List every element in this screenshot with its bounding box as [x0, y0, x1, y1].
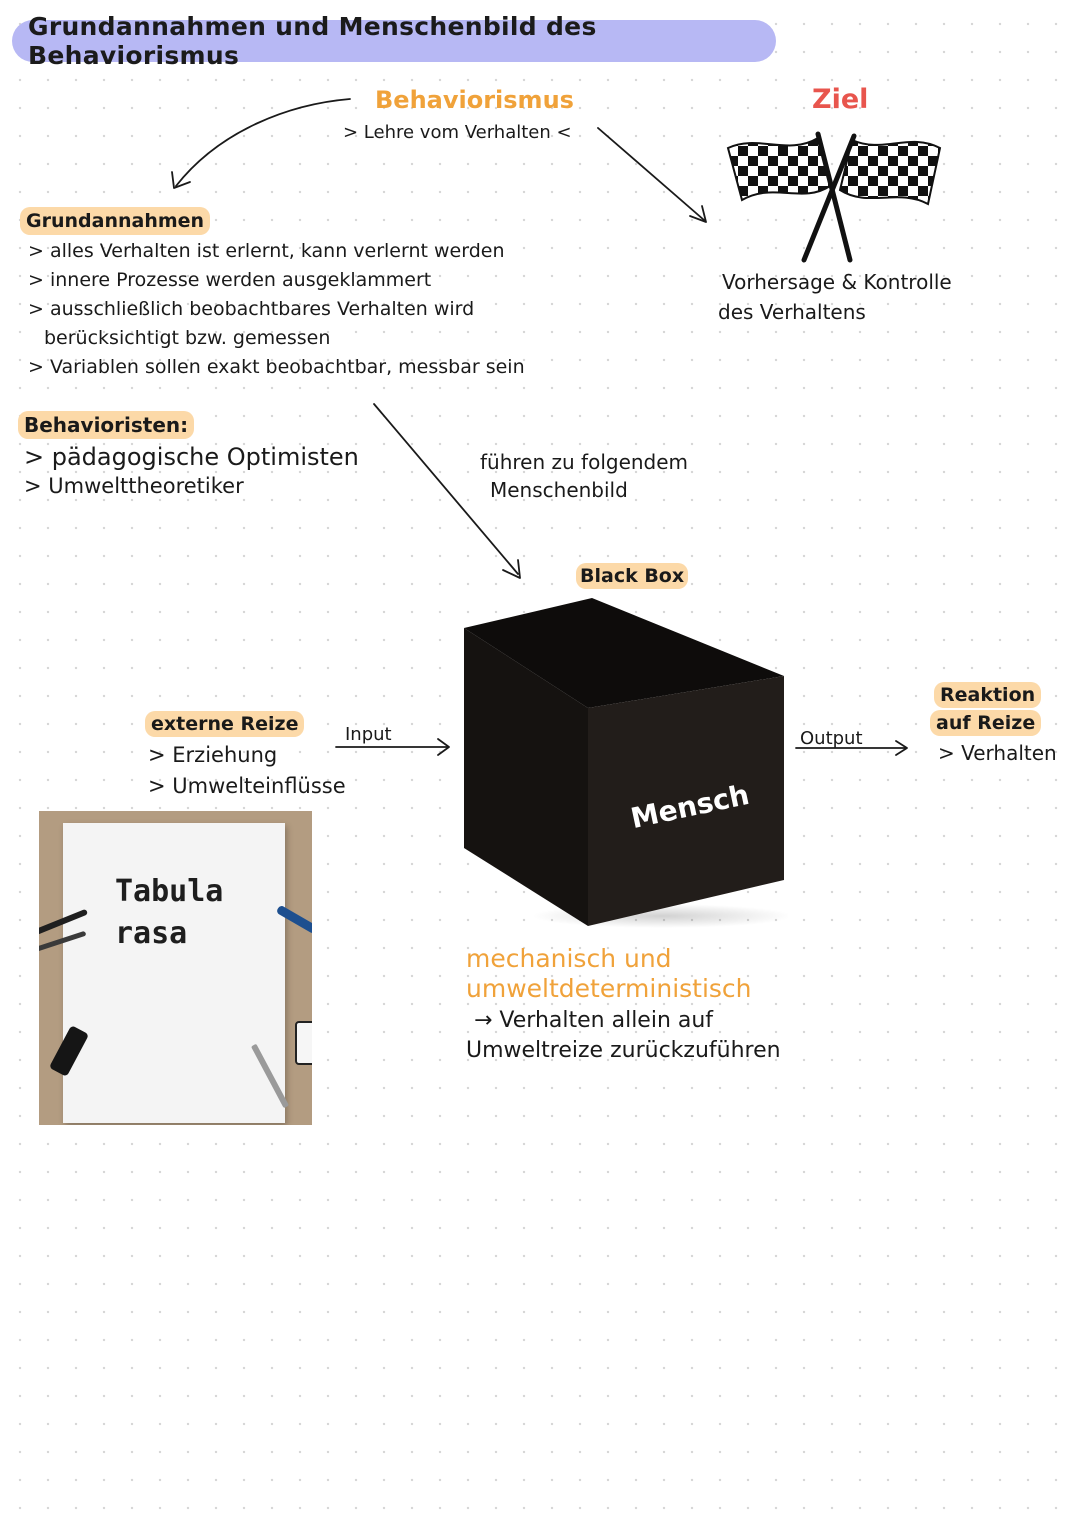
grundannahmen-item: > alles Verhalten ist erlernt, kann verl…	[28, 240, 505, 262]
tabula-rasa-photo: Tabula rasa	[39, 811, 312, 1125]
reaktion-item: > Verhalten	[938, 741, 1057, 765]
externe-reize-item: > Umwelteinflüsse	[148, 774, 346, 798]
page-title: Grundannahmen und Menschenbild des Behav…	[12, 12, 776, 70]
tabula-rasa-line2: rasa	[115, 916, 188, 951]
grundannahmen-heading: Grundannahmen	[20, 207, 211, 235]
ziel-text-line2: des Verhaltens	[718, 300, 866, 324]
ziel-text-line1: Vorhersage & Kontrolle	[722, 270, 952, 294]
menschenbild-note-line2: Menschenbild	[490, 478, 628, 502]
grundannahmen-item: > innere Prozesse werden ausgeklammert	[28, 269, 432, 291]
reaktion-heading-line1: Reaktion	[934, 682, 1042, 708]
externe-reize-list: > Erziehung > Umwelteinflüsse	[148, 740, 346, 802]
arrow-to-grundannahmen	[175, 98, 351, 187]
black-box-label: Black Box	[576, 563, 689, 589]
summary-line4: Umweltreize zurückzuführen	[466, 1038, 781, 1063]
grundannahmen-item: berücksichtigt bzw. gemessen	[44, 327, 331, 349]
behaviorismus-heading: Behaviorismus	[375, 86, 574, 114]
summary-line3: → Verhalten allein auf	[474, 1008, 714, 1033]
ziel-heading: Ziel	[812, 84, 869, 115]
arrowhead	[502, 559, 521, 579]
arrowhead	[689, 205, 707, 223]
menschenbild-note-line1: führen zu folgendem	[480, 450, 689, 474]
cube-svg	[464, 598, 792, 928]
grundannahmen-list: > alles Verhalten ist erlernt, kann verl…	[28, 237, 525, 382]
behaviorismus-subtitle: > Lehre vom Verhalten <	[343, 122, 572, 143]
tabula-rasa-line1: Tabula	[115, 874, 224, 909]
behavioristen-heading: Behavioristen:	[18, 411, 195, 439]
arrowhead	[895, 740, 908, 756]
paper-sheet	[63, 823, 285, 1123]
grundannahmen-item: > ausschließlich beobachtbares Verhalten…	[28, 298, 475, 320]
reaktion-heading-line2: auf Reize	[930, 710, 1042, 736]
externe-reize-heading: externe Reize	[145, 711, 305, 737]
summary-line2: umweltdeterministisch	[466, 974, 752, 1003]
behavioristen-list: > pädagogische Optimisten > Umwelttheore…	[24, 442, 359, 499]
behavioristen-item: > Umwelttheoretiker	[24, 474, 244, 498]
arrowhead	[437, 738, 450, 756]
black-box-cube: Mensch	[462, 598, 792, 930]
grundannahmen-item: > Variablen sollen exakt beobachtbar, me…	[28, 356, 525, 378]
input-label: Input	[345, 724, 392, 745]
summary-line1: mechanisch und	[466, 944, 672, 973]
externe-reize-item: > Erziehung	[148, 743, 278, 767]
finish-flags-svg	[726, 131, 942, 263]
behavioristen-item: > pädagogische Optimisten	[24, 443, 359, 471]
arrowhead	[171, 171, 191, 189]
marker-icon	[295, 1021, 312, 1065]
finish-flags-icon	[718, 126, 950, 266]
arrow-to-ziel	[597, 127, 705, 221]
output-label: Output	[800, 728, 863, 749]
